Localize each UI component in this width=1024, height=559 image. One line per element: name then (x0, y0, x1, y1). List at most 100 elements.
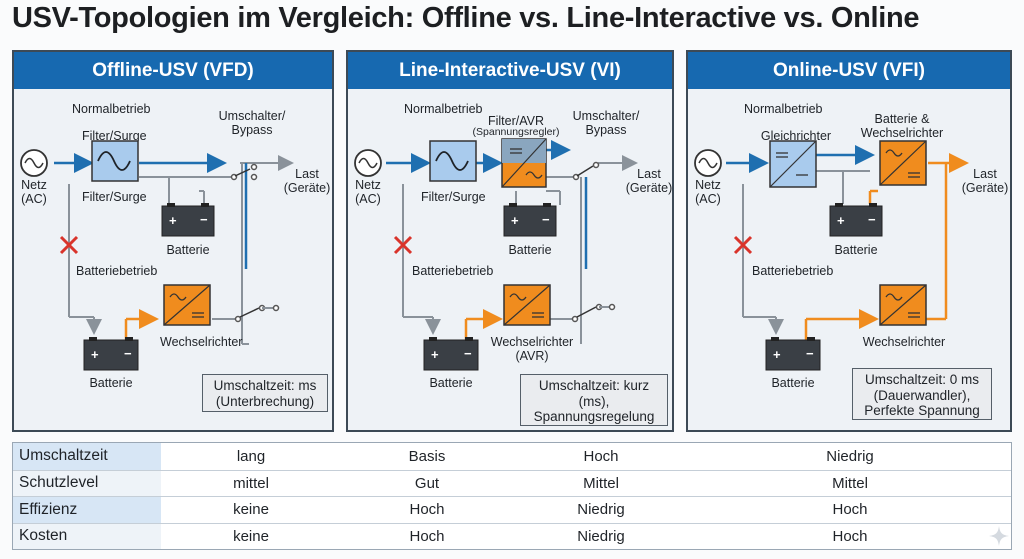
table-row: Umschaltzeit lang Basis Hoch Niedrig (13, 443, 1011, 470)
battery-icon: + − (829, 203, 883, 237)
table-cell: Mittel (583, 474, 619, 492)
ac-source-icon (694, 149, 722, 177)
svg-text:−: − (124, 346, 132, 361)
table-cell: Hoch (583, 447, 619, 465)
table-cell: Niedrig (577, 501, 625, 519)
filter-label-bottom: Filter/Surge (82, 190, 147, 204)
svg-text:−: − (806, 346, 814, 361)
battery-mode-label: Batteriebetrieb (752, 264, 833, 278)
battery-mode-label: Batteriebetrieb (76, 264, 157, 278)
normal-mode-label: Normalbetrieb (744, 102, 823, 116)
battery-label-bottom: Batterie (771, 376, 814, 390)
battery-bottom-icon: + − (423, 337, 479, 371)
normal-mode-label: Normalbetrieb (72, 102, 151, 116)
table-cell: Hoch (409, 527, 445, 545)
inverter-icon (503, 284, 551, 326)
svg-text:+: + (91, 347, 99, 362)
battery-bottom-icon: + − (765, 337, 821, 371)
offline-diagram: Netz(AC) Normalbetrieb Filter/Surge Filt… (20, 102, 331, 390)
panel-line-interactive: Line-Interactive-USV (VI) (346, 50, 674, 432)
normal-mode-label: Normalbetrieb (404, 102, 483, 116)
battery-icon: + − (503, 203, 557, 237)
row-label: Schutzlevel (13, 470, 161, 496)
panel-heading: Online-USV (VFI) (688, 52, 1010, 89)
ac-source-icon (354, 149, 382, 177)
table-cell: keine (233, 501, 269, 519)
battery-label-top: Batterie (166, 243, 209, 257)
battery-label-top: Batterie (834, 243, 877, 257)
battery-label-bottom: Batterie (89, 376, 132, 390)
inverter-label: Wechselrichter (160, 335, 242, 349)
svg-text:−: − (868, 212, 876, 227)
battery-inverter-label: Batterie &Wechselrichter (861, 112, 943, 140)
source-label: Netz(AC) (355, 178, 381, 206)
battery-inverter-icon (879, 140, 927, 186)
svg-text:−: − (200, 212, 208, 227)
rectifier-icon (769, 140, 817, 188)
battery-switch-icon (576, 306, 597, 318)
filter-label-top: Filter/Surge (82, 129, 147, 143)
table-cell: Niedrig (826, 447, 874, 465)
switch-time-note: Umschaltzeit: ms (Unterbrechung) (202, 374, 328, 412)
svg-text:+: + (837, 213, 845, 228)
panel-online: Online-USV (VFI) Netz(AC) Normalbetrieb … (686, 50, 1012, 432)
source-label: Netz(AC) (21, 178, 47, 206)
panel-offline: Offline-USV (VFD) (12, 50, 334, 432)
table-cell: Mittel (832, 474, 868, 492)
table-row: Schutzlevel mittel Gut Mittel Mittel (13, 469, 1011, 496)
rectifier-label: Gleichrichter (761, 129, 831, 143)
filter-icon (429, 140, 477, 182)
panel-heading: Line-Interactive-USV (VI) (348, 52, 672, 89)
inverter-label: Wechselrichter (863, 335, 945, 349)
svg-text:−: − (464, 346, 472, 361)
table-cell: Gut (414, 474, 440, 492)
table-cell: Basis (408, 447, 446, 465)
switch-label: Umschalter/Bypass (219, 109, 286, 137)
svg-text:+: + (169, 213, 177, 228)
row-label: Kosten (13, 523, 161, 549)
table-cell: Hoch (832, 527, 868, 545)
switch-icon (234, 168, 251, 177)
fault-x-icon (59, 235, 79, 255)
row-label: Effizienz (13, 497, 161, 523)
battery-bottom-icon: + − (83, 337, 139, 371)
filter-icon (91, 140, 139, 182)
battery-icon: + − (161, 203, 215, 237)
load-label: Last(Geräte) (626, 167, 672, 195)
table-cell: mittel (233, 474, 269, 492)
table-cell: lang (236, 447, 266, 465)
inverter-icon (163, 284, 211, 326)
table-row: Effizienz keine Hoch Niedrig Hoch (13, 496, 1011, 523)
battery-switch-icon (239, 307, 260, 318)
online-diagram: Netz(AC) Normalbetrieb Gleichrichter Bat… (694, 102, 1009, 390)
battery-mode-label: Batteriebetrieb (412, 264, 493, 278)
svg-text:−: − (542, 212, 550, 227)
load-label: Last(Geräte) (962, 167, 1009, 195)
row-label: Umschaltzeit (13, 443, 161, 470)
page-title: USV-Topologien im Vergleich: Offline vs.… (12, 2, 920, 34)
fault-x-icon (393, 235, 413, 255)
battery-label-top: Batterie (508, 243, 551, 257)
switch-time-note: Umschaltzeit: 0 ms (Dauerwandler), Perfe… (852, 368, 992, 420)
switch-time-note: Umschaltzeit: kurz (ms), Spannungsregelu… (520, 374, 668, 426)
sparkle-icon (989, 526, 1009, 546)
panel-heading: Offline-USV (VFD) (14, 52, 332, 89)
svg-text:+: + (431, 347, 439, 362)
line-interactive-diagram: Netz(AC) Normalbetrieb Filter/AVR (Spann… (354, 102, 672, 390)
switch-label: Umschalter/Bypass (573, 109, 640, 137)
switch-icon (576, 165, 594, 177)
avr-sub-label: (Spannungsregler) (473, 126, 560, 138)
table-cell: keine (233, 527, 269, 545)
battery-label-bottom: Batterie (429, 376, 472, 390)
table-cell: Hoch (832, 501, 868, 519)
load-label: Last(Geräte) (284, 167, 331, 195)
table-row: Kosten keine Hoch Niedrig Hoch (13, 522, 1011, 549)
fault-x-icon (733, 235, 753, 255)
inverter-label: Wechselrichter(AVR) (491, 335, 573, 363)
comparison-table: Umschaltzeit lang Basis Hoch Niedrig Sch… (12, 442, 1012, 550)
svg-text:+: + (773, 347, 781, 362)
svg-text:+: + (511, 213, 519, 228)
table-cell: Hoch (409, 501, 445, 519)
avr-icon (501, 138, 547, 188)
table-cell: Niedrig (577, 527, 625, 545)
